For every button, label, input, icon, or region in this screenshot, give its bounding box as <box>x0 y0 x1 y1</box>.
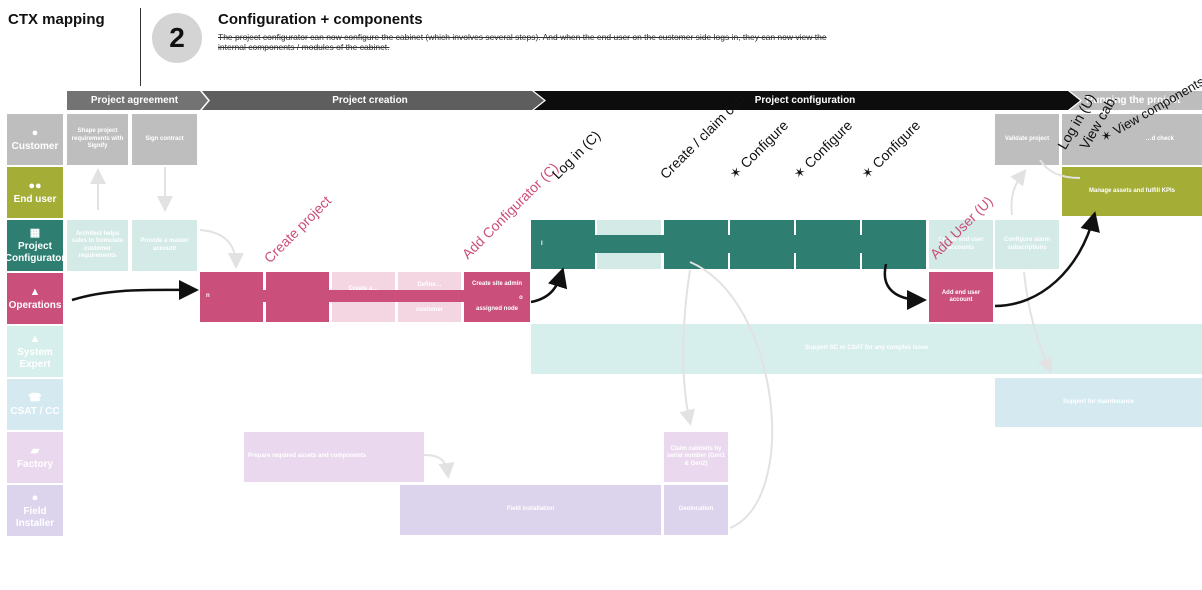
box-field-installation: Field installation <box>400 485 661 535</box>
box-geolocation: Geolocation <box>664 485 728 535</box>
lane-system-expert: ▲ System Expert <box>7 326 63 377</box>
section-title: Configuration + components <box>218 11 423 28</box>
phase-arrow-configuration <box>534 91 1080 110</box>
box-create-site-admin: Create site admin assigned node <box>464 272 530 322</box>
box-ops-o: o <box>519 295 523 302</box>
phase-running-project: Running the project <box>1086 95 1181 106</box>
lane-label: CSAT / CC <box>10 405 60 417</box>
connector-master-ops <box>199 229 244 269</box>
phase-arrow-running <box>1070 91 1202 110</box>
box-master-account: Provide a master account <box>132 220 197 271</box>
phase-arrow-creation <box>202 91 544 110</box>
lane-customer: ● Customer <box>7 114 63 165</box>
ops-strike-bar <box>230 290 500 302</box>
operator-icon: ▲ <box>29 285 41 298</box>
connector-validate-manage <box>1039 159 1081 179</box>
box-prepare-assets: Prepare required assets and components <box>244 432 424 482</box>
connector-support <box>1023 271 1053 374</box>
lane-operations: ▲ Operations <box>7 273 63 324</box>
flow-arrow-login-c <box>530 267 568 304</box>
person-icon: ● <box>31 492 39 504</box>
person-icon: ● <box>31 126 39 139</box>
phase-project-agreement: Project agreement <box>90 95 179 106</box>
box-final-check: …d check <box>1062 114 1202 165</box>
page-title: CTX mapping <box>8 11 105 28</box>
step-number: 2 <box>169 22 185 53</box>
config-strike-bar <box>560 235 900 253</box>
customer-label: customer <box>415 306 443 313</box>
step-badge: 2 <box>152 13 202 63</box>
assigned-node-label: assigned node <box>475 305 518 312</box>
box-create-user-accounts: Create end user accounts <box>929 220 993 269</box>
users-icon: ●● <box>28 179 42 192</box>
lane-label: Field Installer <box>15 506 55 529</box>
lane-project-configurator: ▦ Project Configurator <box>4 220 66 271</box>
factory-icon: ▰ <box>30 444 40 457</box>
flow-arrow-add-user <box>883 263 927 310</box>
box-validate-project: Validate project <box>995 114 1059 165</box>
connector-config-claim <box>679 269 696 426</box>
lane-label: Customer <box>11 140 59 152</box>
lane-factory: ▰ Factory <box>7 432 63 483</box>
box-claim-cabinets: Claim cabinets by serial number (Gen1 & … <box>664 432 728 482</box>
connector-validate <box>1010 168 1027 216</box>
flow-arrow-login-u <box>994 211 1100 308</box>
phone-icon: ☎ <box>28 391 42 404</box>
box-manage-assets: Manage assets and fulfill KPIs <box>1062 167 1202 216</box>
lane-label: End user <box>13 193 57 205</box>
define-label: Define… <box>417 282 442 288</box>
connector-claim-loop <box>689 261 774 529</box>
lane-label: Operations <box>8 299 62 311</box>
box-shape-requirements: Shape project requirements with Signify <box>67 114 128 165</box>
operator-icon: ▲ <box>29 333 41 345</box>
box-support-maintenance: Support for maintenance <box>995 378 1202 427</box>
lane-field-installer: ● Field Installer <box>7 485 63 536</box>
tablet-icon: ▦ <box>29 227 41 239</box>
site-admin-label: Create site admin <box>471 281 523 287</box>
flow-arrow-start <box>71 279 199 302</box>
box-architect-helps: Architect helps sales to formulate custo… <box>67 220 128 271</box>
lane-label: System Expert <box>17 347 53 370</box>
phase-arrow-agreement <box>67 91 208 110</box>
lane-label: Project Configurator <box>4 241 66 264</box>
lane-end-user: ●● End user <box>7 167 63 218</box>
phase-project-configuration: Project configuration <box>754 95 856 106</box>
box-support-expert: Support SC or CSAT for any complex issue <box>531 324 1202 374</box>
connector-prepare-install <box>423 454 455 479</box>
box-sign-contract: Sign contract <box>132 114 197 165</box>
box-add-end-user: Add end user account <box>929 272 993 322</box>
phase-project-creation: Project creation <box>332 95 408 106</box>
lane-csat-cc: ☎ CSAT / CC <box>7 379 63 430</box>
box-configure-alarm: Configure alarm subscriptions <box>995 220 1059 269</box>
lane-label: Factory <box>16 458 54 470</box>
header-divider <box>140 8 141 86</box>
section-description: The project configurator can now configu… <box>218 32 827 52</box>
